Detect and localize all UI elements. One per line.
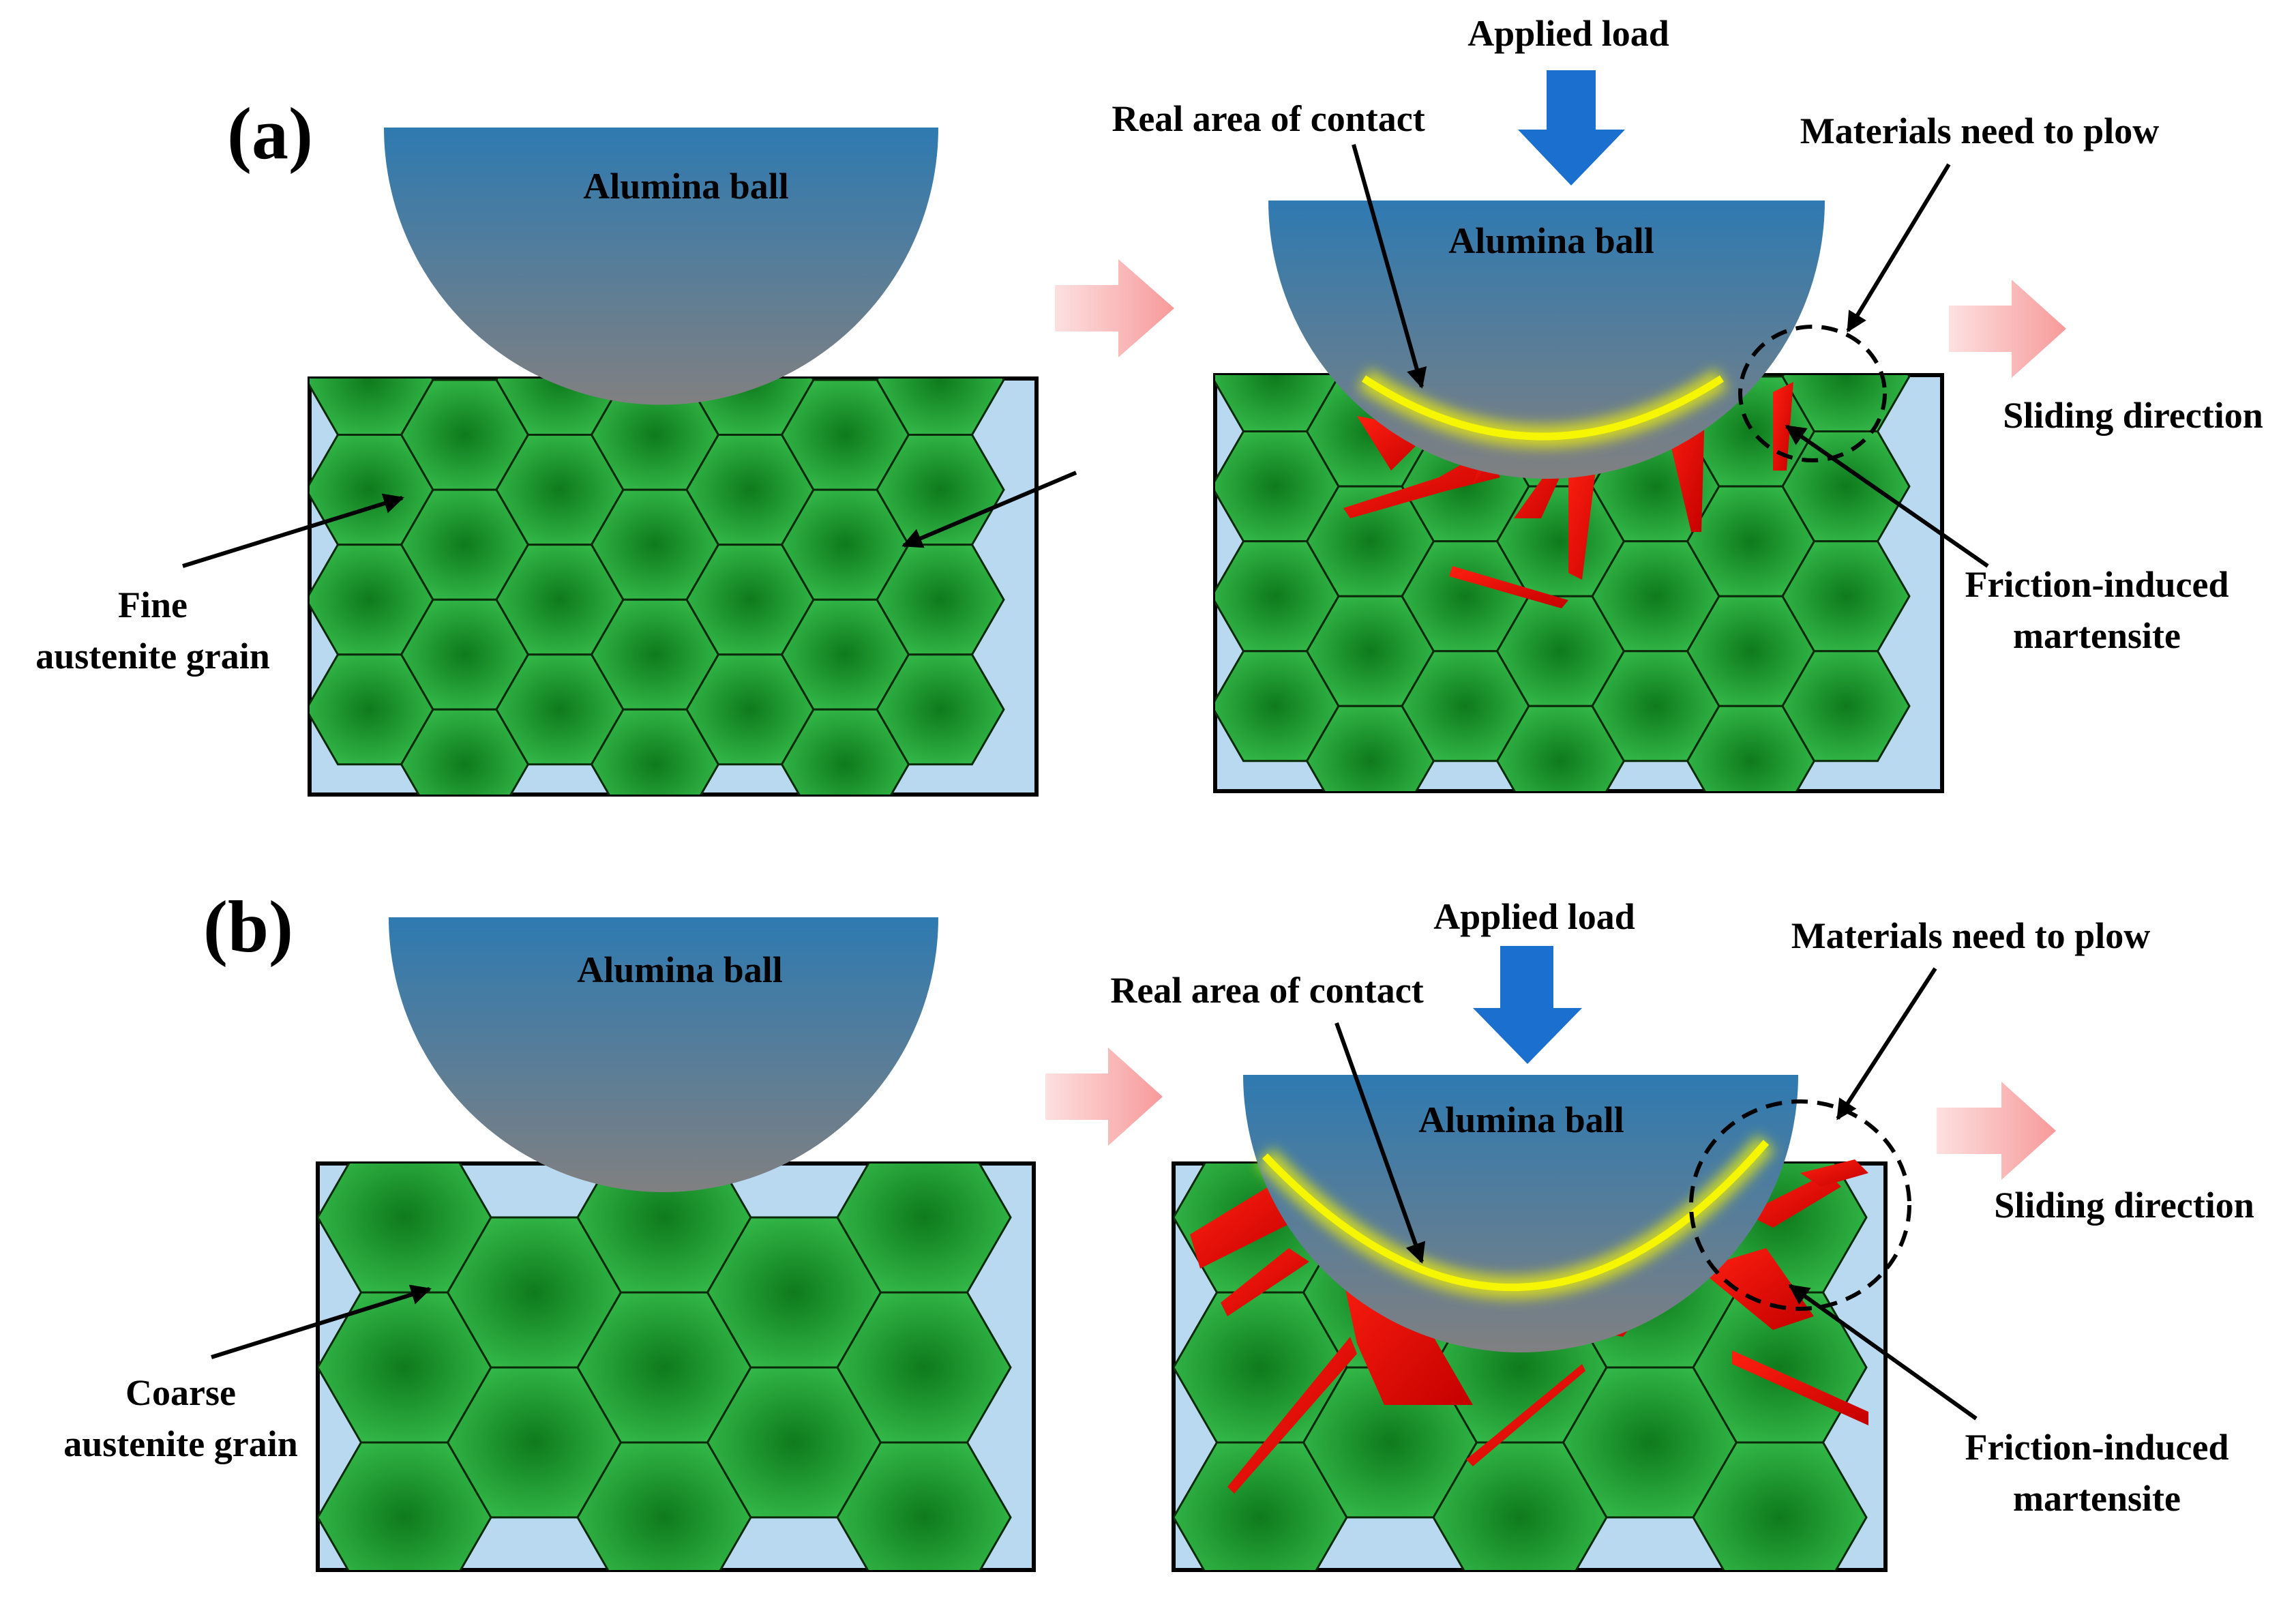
plow-circle-a [1738, 325, 1887, 462]
friction-label-a: Friction-induced [1965, 564, 2229, 605]
applied-load-arrow-a [1518, 70, 1625, 186]
fine-arrow-2 [901, 471, 1077, 548]
fine-label: Fine [118, 584, 188, 625]
martensite-fine [1343, 382, 1793, 608]
coarse-label: Coarse [125, 1372, 236, 1413]
applied-load-label-a: Applied load [1467, 13, 1669, 54]
coarse-arrow [211, 1284, 432, 1359]
plow-arrow-b [1836, 967, 1937, 1121]
real-contact-arc-b [1262, 1140, 1770, 1291]
martensite-label-b: martensite [2013, 1478, 2181, 1519]
alumina-ball-label-sliding-b: Alumina ball [1418, 1099, 1624, 1140]
sliding-direction-label-a: Sliding direction [2003, 395, 2263, 436]
alumina-ball-label-initial-b: Alumina ball [577, 949, 783, 990]
friction-arrow-a [1785, 424, 1989, 568]
panel-b-letter: (b) [203, 887, 293, 968]
transition-arrow-b [1045, 1048, 1163, 1146]
fine-austenite-label: austenite grain [35, 636, 270, 677]
sliding-arrow-a [1949, 280, 2066, 378]
alumina-ball-initial-b [389, 917, 938, 1192]
plow-circle-b [1689, 1099, 1911, 1311]
grain-hexagon [836, 1441, 1012, 1570]
coarse-grains-initial [318, 1164, 1012, 1570]
real-contact-arrow-a [1352, 144, 1427, 389]
sliding-direction-label-b: Sliding direction [1994, 1185, 2254, 1226]
panel-a-letter: (a) [227, 93, 313, 175]
friction-label-b: Friction-induced [1965, 1427, 2229, 1468]
applied-load-arrow-b [1473, 946, 1582, 1064]
applied-load-label-b: Applied load [1433, 896, 1635, 937]
grain-hexagon [1692, 1441, 1868, 1570]
alumina-ball-initial [384, 128, 938, 405]
fine-grains-initial [310, 379, 1005, 795]
sliding-arrow-b [1937, 1082, 2056, 1180]
martensite-label-a: martensite [2013, 615, 2181, 656]
grain-hexagon [1781, 650, 1911, 762]
alumina-ball-label-initial: Alumina ball [583, 166, 789, 207]
plow-label-a: Materials need to plow [1800, 110, 2159, 151]
real-contact-label-a: Real area of contact [1112, 98, 1425, 139]
real-contact-arrow-b [1335, 1022, 1426, 1264]
panel-a: (a) Alumina ball Fine austenite grain [35, 13, 2263, 797]
fine-arrow-1 [182, 493, 404, 568]
friction-arrow-b [1788, 1284, 1978, 1421]
plow-label-b: Materials need to plow [1791, 915, 2150, 956]
grain-hexagon [876, 653, 1005, 766]
panel-b: (b) Alumina ball Coarse austenite grain … [63, 887, 2254, 1572]
plow-arrow-a [1846, 163, 1951, 333]
transition-arrow-a [1055, 259, 1174, 357]
coarse-austenite-label: austenite grain [63, 1423, 298, 1464]
real-contact-label-b: Real area of contact [1110, 970, 1423, 1011]
real-contact-arc-a [1362, 375, 1724, 441]
alumina-ball-label-sliding-a: Alumina ball [1448, 220, 1654, 261]
